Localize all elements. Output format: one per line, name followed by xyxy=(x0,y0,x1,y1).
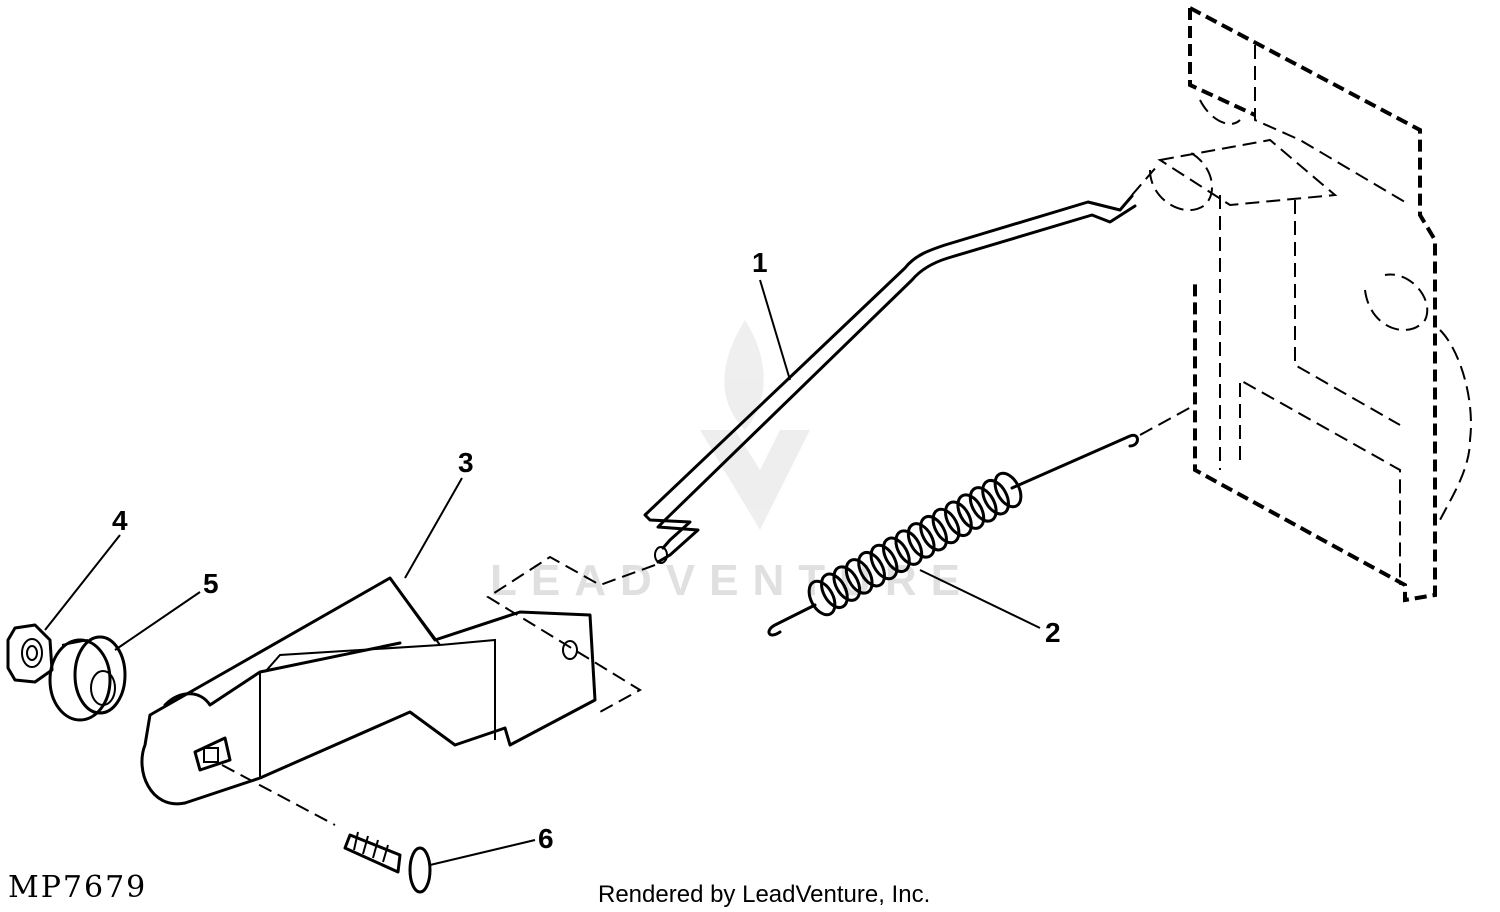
callout-2: 2 xyxy=(1045,617,1061,648)
leader-3 xyxy=(404,477,463,579)
spring-coil xyxy=(919,514,948,552)
spring-coil xyxy=(869,543,899,581)
spring-coil xyxy=(894,529,924,566)
figure-id: MP7679 xyxy=(8,870,147,905)
spring-coil xyxy=(956,493,986,530)
leader-6 xyxy=(429,839,536,866)
callout-1: 1 xyxy=(752,247,768,278)
spring-coil xyxy=(807,579,837,617)
lock-nut xyxy=(6,623,54,684)
spring-coil xyxy=(993,471,1023,509)
bolt-axis-line xyxy=(221,764,336,826)
spring-coil xyxy=(931,507,961,545)
callout-4: 4 xyxy=(112,505,128,536)
spring-coil xyxy=(832,565,862,602)
leader-2 xyxy=(919,569,1041,629)
spring-coil xyxy=(882,536,911,574)
control-rod xyxy=(643,164,1159,564)
spring-coil xyxy=(857,550,886,588)
render-credit: Rendered by LeadVenture, Inc. xyxy=(598,881,930,908)
carriage-bolt xyxy=(343,831,432,894)
spring-coil xyxy=(944,500,973,538)
leader-5 xyxy=(114,591,201,651)
leader-4 xyxy=(44,534,121,631)
mounting-bracket xyxy=(1149,6,1472,603)
watermark-text: LEADVENTURE xyxy=(490,556,974,605)
rod-axis-line xyxy=(486,555,656,713)
callout-3: 3 xyxy=(458,447,474,478)
leader-1 xyxy=(759,279,791,381)
spring-coil xyxy=(820,572,849,610)
watermark-logo xyxy=(700,320,810,530)
spring-coil xyxy=(906,522,936,559)
idler-arm xyxy=(140,576,597,806)
spring-coil xyxy=(968,486,998,523)
callout-5: 5 xyxy=(203,568,219,599)
extension-spring xyxy=(767,404,1196,637)
spring-coil xyxy=(844,558,874,595)
callout-6: 6 xyxy=(538,823,554,854)
spring-coil xyxy=(981,478,1010,516)
spacer-pulley xyxy=(48,635,127,722)
